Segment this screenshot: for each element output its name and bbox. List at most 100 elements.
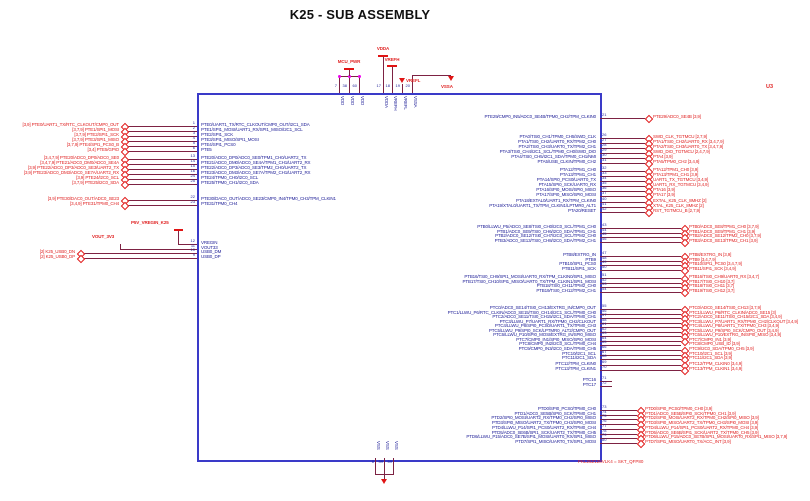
pin-pte1: PTE1/SPI1_MOSI/UART1_RX/SPI1_MISO/I2C1_S… <box>201 127 303 132</box>
pin-number-52: 52 <box>602 277 607 282</box>
vssa-label: VSSA <box>441 84 453 89</box>
wire-ptc7 <box>600 341 681 342</box>
pin-number-43: 43 <box>602 222 607 227</box>
pin-pte20: PTE20/ADC0_DP0/ADC0_SE0/TPM1_CH0/UART2_T… <box>201 155 307 160</box>
wire-pta17 <box>600 196 645 197</box>
vdda-label: VDDA <box>376 46 390 51</box>
net-label-ptd0: PTD0/SPI0_PCS0/TPM0_CH0 [3,9] <box>645 406 713 411</box>
vout-3v3-label: VOUT_3V3 <box>92 234 115 239</box>
offpage-connector-icon <box>680 337 690 347</box>
pin-vrefh: VREFH <box>393 96 398 111</box>
offpage-connector-icon <box>120 180 130 190</box>
pin-number-35: 35 <box>602 180 607 185</box>
pin-number-71: 71 <box>602 375 607 380</box>
page-title: K25 - SUB ASSEMBLY <box>289 7 431 22</box>
pin-ptc0: PTC0/ADC0_SE14/TSI0_CH13/EXTRG_IN/CMP0_O… <box>489 305 596 310</box>
pin-pta1: PTA1/TSI0_CH2/UART0_RX/TPM2_CH0 <box>518 139 596 144</box>
pin-ptc6: PTC6/LLWU_P10/SPI0_MOSI/EXTRG_IN/SPI0_MI… <box>493 332 596 337</box>
pin-pta15: PTA15/SPI0_SCK/UART0_RX <box>538 182 597 187</box>
pin-number-4: 4 <box>192 135 195 140</box>
wire-pta19 <box>600 207 645 208</box>
pin-pta2: PTA2/TSI0_CH3/UART0_TX/TPM2_CH1 <box>518 144 597 149</box>
pin-pte29: PTE29/CMP0_IN5/ADC0_SE4B/TPM0_CH2/TPM_CL… <box>484 114 597 119</box>
net-label-pta17: PTA17 [3,9] <box>653 192 675 197</box>
wire-usb0-dp <box>84 258 197 259</box>
pin-number-34: 34 <box>602 175 607 180</box>
pin-number-51: 51 <box>602 272 607 277</box>
pin-number-59: 59 <box>387 459 392 464</box>
wire-ptd7 <box>600 443 637 444</box>
wire-ptd1 <box>600 415 637 416</box>
net-label-ptc8: PTC8/CMP0_USB_ID [3,9] <box>689 341 740 346</box>
offpage-connector-icon <box>680 238 690 248</box>
net-label-ptc10: PTC10/I2C1_SCL [3,9] <box>689 351 732 356</box>
net-label-pta13: PTA13/TPM1_CH1 [3,9] <box>653 172 699 177</box>
pin-ptc1: PTC1/LLWU_P6/RTC_CLKIN/ADC0_SE15/TSI0_CH… <box>447 310 597 315</box>
net-label-pta12: PTA12/TPM1_CH0 [3,9] <box>653 167 699 172</box>
pin-number-68: 68 <box>602 353 607 358</box>
pin-vss: VSS <box>394 441 399 450</box>
net-label-pte29: PTE29/ADC0_SE4B [3,9] <box>653 114 701 119</box>
pin-number-5: 5 <box>192 140 195 145</box>
pin-pte0: PTE0/UART1_TX/RTC_CLKOUT/CMP0_OUT/I2C1_S… <box>201 122 310 127</box>
pin-vdd: VDD <box>350 96 355 106</box>
pin-ptd4: PTD4/LLWU_P14/SPI1_PCS0/UART2_RX/TPM0_CH… <box>492 425 596 430</box>
vrefl-label: VREFL <box>406 78 421 83</box>
pin-pte24: PTE24/TPM0_CH0/I2C0_SCL <box>201 175 259 180</box>
wire-pte1 <box>128 131 197 132</box>
pin-number-41: 41 <box>602 201 607 206</box>
pin-number-73: 73 <box>602 404 607 409</box>
net-label-ptc7: PTC7/CMP0_IN1 [3,9] <box>689 337 731 342</box>
pin-ptb11: PTB11/SPI1_SCK <box>561 266 596 271</box>
wire-pta4 <box>600 158 645 159</box>
pin-number-27: 27 <box>602 137 607 142</box>
pin-vregin: VREGIN <box>201 240 218 245</box>
wire-pte23 <box>128 174 197 175</box>
net-label-ptb2: PTB2/ADC0_SE12/TPM2_CH0 [3,7,9] <box>689 233 761 238</box>
pin-ptd3: PTD3/SPI0_MISO/UART2_TX/TPM0_CH3/SPI0_MO… <box>491 420 596 425</box>
pin-number-17: 17 <box>376 83 381 88</box>
pin-vdd: VDD <box>360 96 365 106</box>
wire-pte24 <box>128 179 197 180</box>
wire-pte29 <box>600 118 645 119</box>
net-label-ptb19: PTB19/TSI0_CH12 [3,7] <box>689 288 735 293</box>
pin-vss: VSS <box>385 441 390 450</box>
pin-number-56: 56 <box>602 308 607 313</box>
pin-number-79: 79 <box>602 432 607 437</box>
pin-ptb3: PTB3/ADC0_SE13/TSI0_CH8/I2C0_SDA/TPM2_CH… <box>494 238 597 243</box>
wire-vdda-17 <box>383 57 384 93</box>
pin-number-7: 7 <box>334 83 337 88</box>
pin-number-26: 26 <box>602 132 607 137</box>
pin-ptb1: PTB1/ADC0_SE9/TSI0_CH6/I2C0_SDA/TPM1_CH1 <box>496 229 596 234</box>
p5v-flag-icon <box>174 229 183 231</box>
pin-number-62: 62 <box>602 326 607 331</box>
pin-number-55: 55 <box>602 303 607 308</box>
wire-pte21 <box>128 164 197 165</box>
pin-number-72: 72 <box>602 380 607 385</box>
pin-number-58: 58 <box>602 317 607 322</box>
vout-tick <box>120 244 121 249</box>
pin-ptd7: PTD7/SPI1_MISO/UART0_TX/SPI1_MOSI <box>515 439 596 444</box>
net-label-pta1: PTA1/TSI0_CH2/UART0_RX [3,4,7,9] <box>653 139 724 144</box>
wire-ptd3 <box>600 424 637 425</box>
pin-ptc13: PTC13/TPM_CLKIN1 <box>555 366 596 371</box>
net-label-pte0: [3,9] PTE0/UART1_TX/RTC_CLKOUT/CMP0_OUT <box>22 122 119 127</box>
pin-number-13: 13 <box>190 153 195 158</box>
pin-ptc7: PTC7/CMP0_IN1/SPI0_MISO/SPI0_MOSI <box>516 337 596 342</box>
wire-pte25 <box>128 184 197 185</box>
pin-number-2: 2 <box>192 125 195 130</box>
pin-ptb16: PTB16/TSI0_CH9/SPI1_MOSI/UART0_RX/TPM_CL… <box>464 274 596 279</box>
wire-pta13 <box>600 176 645 177</box>
pin-ptc17: PTC17 <box>582 382 596 387</box>
mcu-pwr-flag-icon <box>344 68 354 70</box>
wire-ptb9 <box>600 261 681 262</box>
wire-ptb10 <box>600 265 681 266</box>
pin-ptc4: PTC4/LLWU_P8/SPI0_PCS0/UART1_TX/TPM0_CH3 <box>494 323 596 328</box>
net-label-ptc2: PTC2/ADC0_SE11/TSI0_CH15/I2C1_SDA [3,4,9… <box>689 314 782 319</box>
net-label-ptc0: PTC0/ADC0_SE14/TSI0_CH13 [3,7,9] <box>689 305 761 310</box>
pin-pte22: PTE22/ADC0_DP3/ADC0_SE3/TPM2_CH0/UART2_T… <box>201 165 307 170</box>
wire-ptb16 <box>600 278 681 279</box>
wire-vrefl-19 <box>402 84 403 93</box>
net-label-ptd1: PTD1/ADC0_SE5B/SPI0_SCK/TPM0_CH1 [3,9] <box>645 411 736 416</box>
pin-number-54: 54 <box>602 286 607 291</box>
